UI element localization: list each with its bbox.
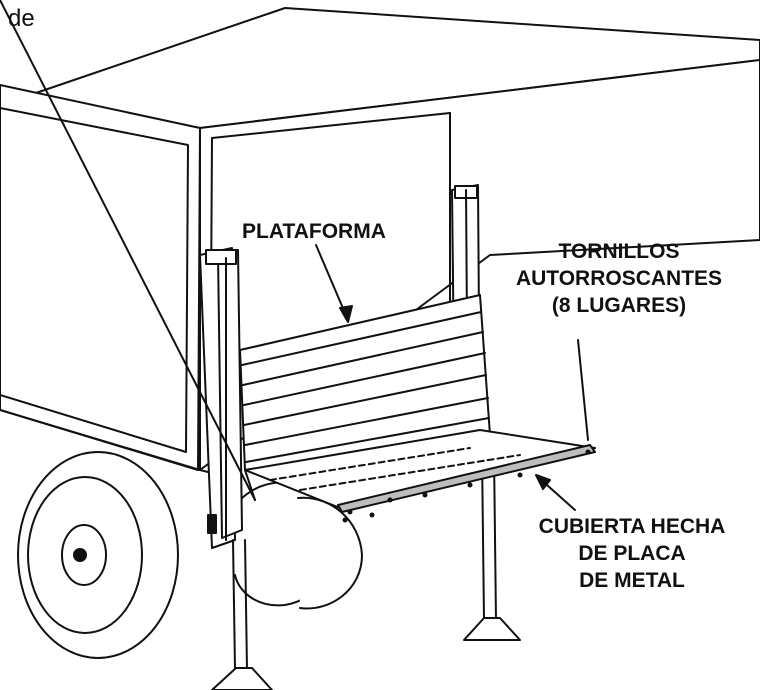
label-cover: CUBIERTA HECHA DE PLACA DE METAL [506, 513, 758, 594]
sheet-metal-cover [0, 0, 596, 513]
label-cover-line3: DE METAL [579, 569, 685, 592]
label-screws-line2: AUTORROSCANTES [515, 267, 723, 290]
cover-leader-arrow [535, 474, 551, 490]
left-post [199, 247, 273, 690]
label-cover-line2: DE PLACA [578, 542, 686, 565]
label-screws-line3: (8 LUGARES) [551, 294, 687, 317]
screws-leader-line [577, 339, 589, 441]
screw-markers [342, 449, 591, 523]
fragment-text: de [8, 5, 35, 32]
label-screws: TORNILLOS AUTORROSCANTES (8 LUGARES) [494, 238, 744, 319]
platform [239, 294, 491, 471]
platform-leader-arrow [339, 305, 353, 323]
label-screws-line1: TORNILLOS [558, 240, 680, 263]
label-cover-line1: CUBIERTA HECHA [538, 515, 726, 538]
label-platform: PLATAFORMA [242, 220, 386, 243]
truck-box [0, 7, 760, 481]
rear-wheels [17, 451, 363, 659]
